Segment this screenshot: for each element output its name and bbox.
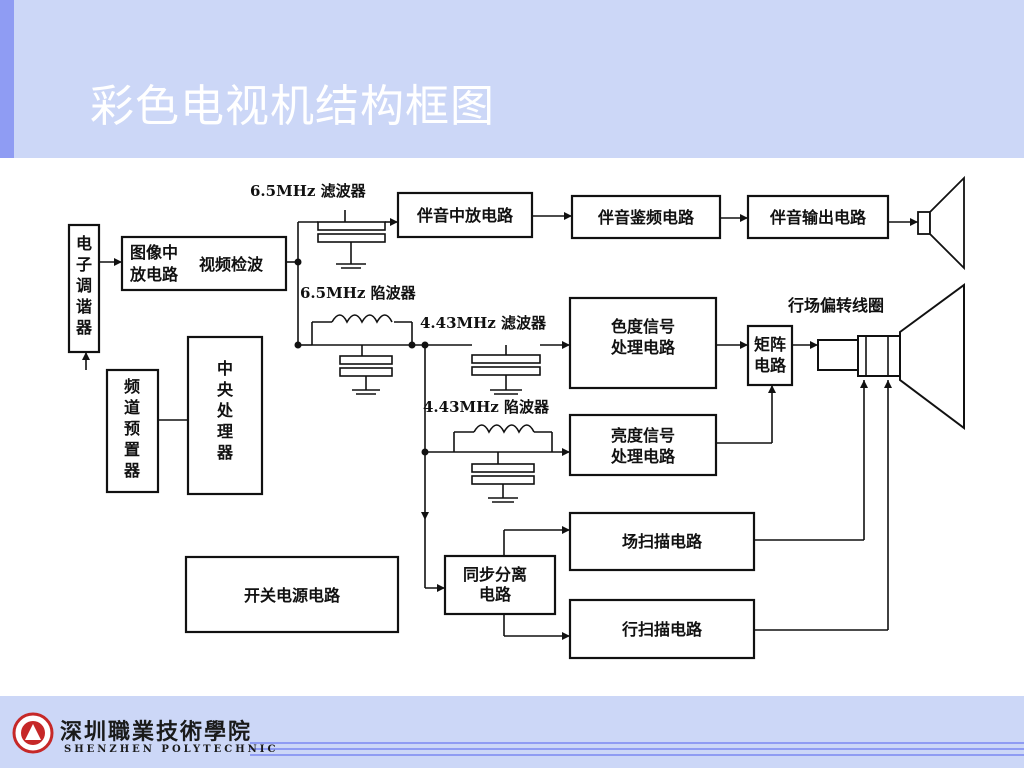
- chroma-label-2: 处理电路: [610, 338, 676, 357]
- matrix-label-2: 电路: [754, 356, 787, 375]
- sync-sep-label-2: 电路: [479, 585, 512, 604]
- preset-label-4: 置: [124, 440, 140, 459]
- school-name-en: SHENZHEN POLYTECHNIC: [64, 744, 279, 755]
- luma-label-1: 亮度信号: [611, 426, 675, 445]
- picture-tube-icon: [817, 283, 965, 430]
- tuner-label-2: 子: [76, 255, 92, 274]
- cpu-label-5: 器: [216, 443, 234, 462]
- block-if-amp-detector: 图像中 放电路 视频检波: [120, 235, 288, 292]
- block-matrix: 矩阵 电路: [746, 324, 794, 387]
- header-band: 彩色电视机结构框图: [0, 0, 1024, 158]
- cpu-label-3: 处: [216, 401, 234, 420]
- sound-out-label: 伴音输出电路: [769, 208, 867, 227]
- block-line-scan: 行扫描电路: [568, 598, 756, 660]
- filter-6-5mhz-trap-label: 6.5MHz 陷波器: [300, 284, 417, 302]
- slide-title: 彩色电视机结构框图: [90, 81, 495, 132]
- filter-4-43mhz-band-label: 4.43MHz 滤波器: [420, 314, 547, 332]
- if-amp-label-2: 放电路: [129, 265, 179, 284]
- video-detect-label: 视频检波: [199, 255, 264, 274]
- header-accent-bar: [0, 0, 14, 158]
- cpu-label-1: 中: [217, 359, 233, 378]
- tuner-label-1: 电: [76, 234, 92, 253]
- tv-block-diagram: 电 子 调 谐 器 图像中 放电路 视频检波 伴音中放电路 伴音鉴频电路 伴音输…: [67, 175, 965, 660]
- footer-stripes: [250, 742, 1024, 756]
- matrix-label-1: 矩阵: [754, 335, 786, 354]
- school-logo: [12, 712, 54, 754]
- tuner-label-4: 谐: [76, 297, 92, 316]
- speaker-icon: [917, 175, 965, 271]
- block-luma: 亮度信号 处理电路: [568, 413, 718, 477]
- preset-label-5: 器: [123, 461, 141, 480]
- arrowheads: [82, 212, 918, 640]
- block-power: 开关电源电路: [184, 555, 400, 634]
- filter-6-5mhz-band-label: 6.5MHz 滤波器: [250, 182, 367, 200]
- connection-lines: [85, 215, 918, 637]
- luma-label-2: 处理电路: [610, 447, 676, 466]
- cpu-label-4: 理: [217, 422, 233, 441]
- preset-label-1: 频: [124, 377, 140, 396]
- block-chroma: 色度信号 处理电路: [568, 296, 718, 390]
- line-scan-label: 行扫描电路: [621, 620, 703, 639]
- cpu-label-2: 央: [217, 380, 234, 399]
- junction-dots: [294, 258, 429, 456]
- filter-4-43mhz-trap-label: 4.43MHz 陷波器: [423, 398, 550, 416]
- block-sync-sep: 同步分离 电路: [443, 554, 557, 616]
- tuner-label-3: 调: [76, 276, 92, 295]
- power-label: 开关电源电路: [244, 586, 341, 605]
- block-tuner: 电 子 调 谐 器: [67, 223, 101, 354]
- filter-4-43mhz-band: [471, 345, 541, 395]
- block-field-scan: 场扫描电路: [568, 511, 756, 572]
- sound-if-label: 伴音中放电路: [416, 206, 514, 225]
- block-cpu: 中 央 处 理 器: [186, 335, 264, 496]
- tuner-label-5: 器: [75, 318, 93, 337]
- school-name-cn: 深圳職業技術學院: [60, 719, 253, 745]
- block-sound-if: 伴音中放电路: [396, 191, 534, 239]
- block-sound-disc: 伴音鉴频电路: [570, 194, 722, 240]
- chroma-label-1: 色度信号: [611, 317, 675, 336]
- if-amp-label-1: 图像中: [130, 243, 178, 262]
- preset-label-2: 道: [124, 398, 140, 417]
- field-scan-label: 场扫描电路: [622, 532, 703, 551]
- yoke-label: 行场偏转线圈: [787, 296, 884, 315]
- block-sound-out: 伴音输出电路: [746, 194, 890, 240]
- preset-label-3: 预: [124, 419, 140, 438]
- filter-4-43mhz-trap: [471, 424, 535, 503]
- sync-sep-label-1: 同步分离: [463, 565, 527, 584]
- filter-6-5mhz-trap: [331, 314, 393, 395]
- block-preset: 频 道 预 置 器: [105, 368, 160, 494]
- filter-6-5mhz-band: [317, 210, 386, 269]
- sound-disc-label: 伴音鉴频电路: [597, 208, 695, 227]
